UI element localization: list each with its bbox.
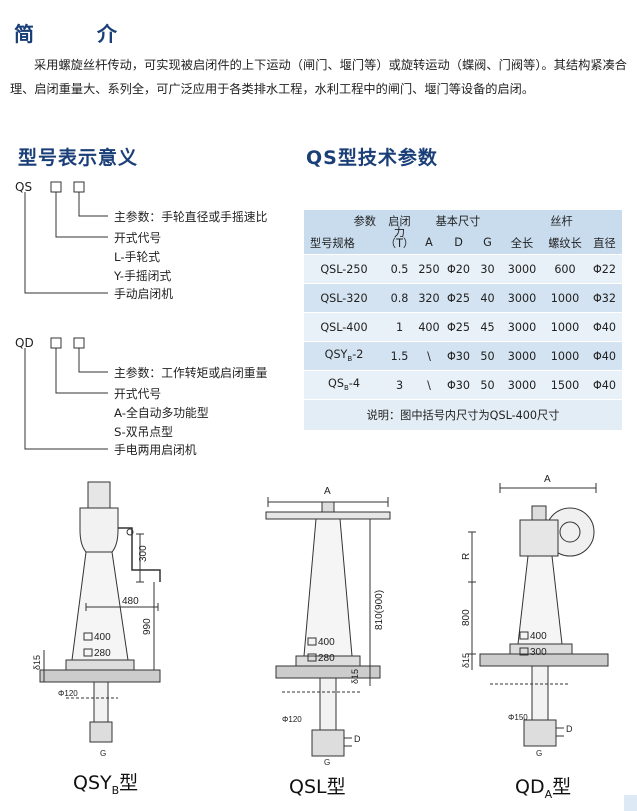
drawing-qda: A R 800 δ15 400 300 Φ150 D G bbox=[461, 474, 609, 758]
header-model: 型号规格 bbox=[310, 236, 355, 250]
intro-paragraph: 采用螺旋丝杆传动，可实现被启闭件的上下运动（闸门、堰门等）或旋转运动（蝶阀、门阀… bbox=[10, 58, 627, 96]
qda-dim-r: R bbox=[461, 553, 472, 560]
qs-code: QS bbox=[15, 180, 33, 194]
qd-label-dual-point: S-双吊点型 bbox=[114, 425, 173, 439]
qs-spec-title: QS型技术参数 bbox=[306, 147, 438, 169]
qda-dim-300: 300 bbox=[530, 647, 547, 658]
qs-box-2 bbox=[73, 181, 85, 193]
header-dia: 直径 bbox=[593, 236, 616, 250]
qs-label-manual: 手动启闭机 bbox=[114, 287, 173, 301]
qd-leader-dual bbox=[24, 348, 108, 450]
model-code-diagram bbox=[24, 181, 108, 450]
qda-dim-400: 400 bbox=[530, 631, 547, 642]
qsl-dim-d: D bbox=[354, 734, 361, 744]
header-a: A bbox=[425, 236, 433, 249]
qs-label-handwheel: L-手轮式 bbox=[114, 250, 161, 264]
qsl-dim-g: G bbox=[324, 758, 330, 767]
qd-label-auto: A-全自动多功能型 bbox=[114, 406, 209, 420]
qsl-dim-810: 810(900) bbox=[374, 590, 385, 630]
qsy-dim-280: 280 bbox=[94, 648, 111, 659]
qda-dim-d15: δ15 bbox=[461, 653, 471, 668]
intro-title: 简 介 bbox=[14, 22, 145, 46]
qs-box-1 bbox=[50, 181, 62, 193]
qsy-dim-g: G bbox=[100, 749, 106, 758]
qsy-dim-400: 400 bbox=[94, 632, 111, 643]
qda-dim-phi150: Φ150 bbox=[508, 713, 528, 722]
qda-dim-d: D bbox=[566, 724, 573, 734]
header-force: 启闭力（T） bbox=[384, 214, 415, 250]
qd-label-open-code: 开式代号 bbox=[114, 387, 162, 401]
qd-box-2 bbox=[73, 337, 85, 349]
qsl-caption: QSL型 bbox=[289, 776, 346, 798]
qs-leader-main-param bbox=[78, 192, 108, 217]
qs-leader-manual bbox=[24, 192, 108, 294]
qsy-dim-480: 480 bbox=[122, 596, 139, 607]
qda-dim-a: A bbox=[544, 474, 551, 485]
qsy-dim-d15: δ15 bbox=[32, 655, 42, 670]
drawing-qsy: 300 480 990 400 280 δ15 Φ120 G bbox=[32, 481, 161, 758]
qs-label-open-code: 开式代号 bbox=[114, 231, 162, 245]
qda-dim-g: G bbox=[536, 749, 542, 758]
qs-leader-open-code bbox=[55, 192, 108, 238]
qsy-caption: QSYB型 bbox=[73, 772, 139, 797]
qd-leader-main-param bbox=[78, 348, 108, 373]
qs-label-crank: Y-手摇闭式 bbox=[114, 269, 172, 283]
qs-label-main-param: 主参数：手轮直径或手摇速比 bbox=[114, 210, 268, 224]
header-param: 参数 bbox=[353, 214, 376, 228]
qd-label-dual-use: 手电两用启闭机 bbox=[114, 443, 197, 457]
qsl-dim-d15: δ15 bbox=[350, 669, 360, 684]
qd-leader-open-code bbox=[55, 348, 108, 394]
header-g: G bbox=[483, 236, 492, 249]
qsy-dim-300: 300 bbox=[138, 545, 149, 562]
qsy-dim-phi120: Φ120 bbox=[58, 689, 78, 698]
header-basic-size: 基本尺寸 bbox=[435, 214, 481, 228]
qd-label-main-param: 主参数：工作转矩或启闭重量 bbox=[114, 366, 268, 380]
header-total-len: 全长 bbox=[510, 236, 534, 250]
model-meaning-title: 型号表示意义 bbox=[18, 147, 139, 169]
corner-decoration bbox=[624, 795, 637, 811]
qsl-dim-phi120: Φ120 bbox=[282, 715, 302, 724]
header-thread-len: 螺纹长 bbox=[548, 236, 582, 250]
header-screw: 丝杆 bbox=[550, 214, 573, 228]
table-note: 说明：图中括号内尺寸为QSL-400尺寸 bbox=[304, 399, 622, 430]
qsl-dim-400: 400 bbox=[318, 637, 335, 648]
spec-table: 参数 启闭力（T） 基本尺寸 丝杆 型号规格 A D G 全长 螺纹长 直径 Q… bbox=[304, 210, 622, 430]
qsl-dim-a: A bbox=[324, 486, 331, 497]
table-note-row: 说明：图中括号内尺寸为QSL-400尺寸 bbox=[304, 399, 622, 430]
table-header-row-1: 参数 启闭力（T） 基本尺寸 丝杆 bbox=[304, 210, 622, 249]
qda-dim-800: 800 bbox=[461, 609, 472, 626]
qsy-dim-990: 990 bbox=[142, 618, 153, 635]
qd-box-1 bbox=[50, 337, 62, 349]
qd-code: QD bbox=[15, 336, 34, 350]
table-header-row-2: 型号规格 A D G 全长 螺纹长 直径 bbox=[304, 231, 622, 255]
qsl-dim-280: 280 bbox=[318, 653, 335, 664]
drawing-qsl: A 810(900) 400 280 δ15 Φ120 D G bbox=[265, 486, 391, 767]
qda-caption: QDA型 bbox=[515, 776, 572, 801]
header-d: D bbox=[454, 236, 463, 249]
